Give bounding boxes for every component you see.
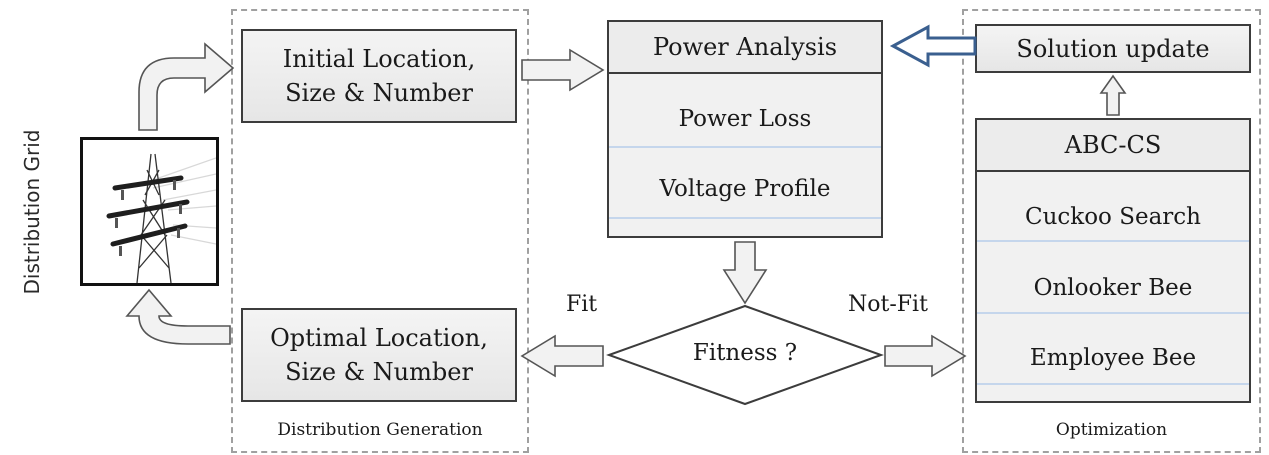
abc-cs-panel: ABC-CS Cuckoo Search Onlooker Bee Employ… [975,118,1251,403]
distribution-generation-caption: Distribution Generation [277,420,483,440]
arrow-fit-to-optimal [520,334,604,378]
arrow-tower-to-initial [138,42,235,131]
optimal-location-line-2: Size & Number [285,358,473,386]
power-analysis-separator [609,217,881,219]
optimization-caption: Optimization [1055,420,1168,440]
fit-label: Fit [566,292,598,317]
arrow-abc-to-solution [1099,74,1127,116]
not-fit-label: Not-Fit [848,292,928,317]
abc-cs-separator [977,240,1249,242]
initial-location-box: Initial Location, Size & Number [241,29,517,123]
abc-cs-separator [977,312,1249,314]
power-analysis-panel: Power Analysis Power Loss Voltage Profil… [607,20,883,238]
employee-bee-row: Employee Bee [1029,345,1197,371]
arrow-solution-to-power [889,24,977,68]
fitness-diamond [606,304,884,406]
power-loss-row: Power Loss [678,106,812,132]
power-analysis-title: Power Analysis [609,22,881,74]
solution-update-box: Solution update [975,24,1251,73]
abc-cs-separator [977,383,1249,385]
abc-cs-title: ABC-CS [977,120,1249,172]
initial-location-line-2: Size & Number [285,79,473,107]
power-analysis-separator [609,146,881,148]
arrow-notfit-to-optimization [884,334,967,378]
tower-image [80,137,219,286]
optimization-group [962,9,1261,453]
initial-location-line-1: Initial Location, [282,45,476,73]
arrow-initial-to-power [521,48,605,92]
optimal-location-line-1: Optimal Location, [270,324,488,352]
optimal-location-box: Optimal Location, Size & Number [241,308,517,402]
transmission-tower-icon [106,153,217,284]
arrow-optimal-to-tower [125,288,231,345]
cuckoo-search-row: Cuckoo Search [1024,204,1201,230]
fitness-label: Fitness ? [692,340,798,366]
arrow-power-to-fitness [722,241,768,305]
distribution-generation-group [231,9,529,453]
onlooker-bee-row: Onlooker Bee [1033,275,1193,301]
voltage-profile-row: Voltage Profile [659,176,831,202]
